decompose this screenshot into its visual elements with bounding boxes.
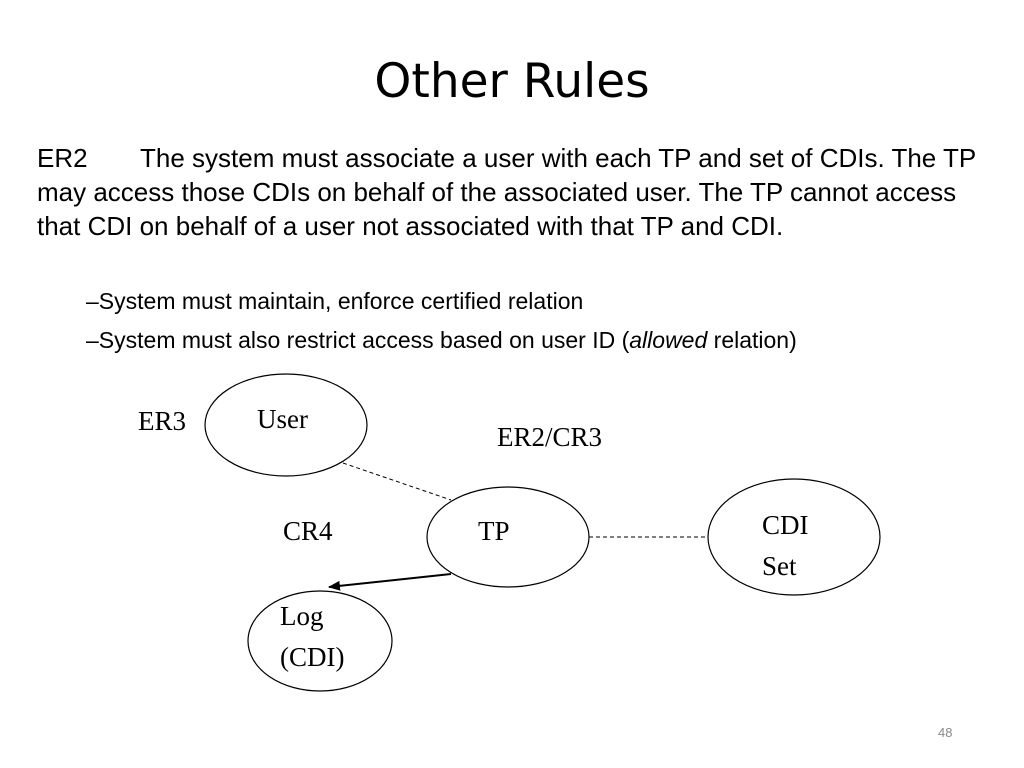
- user-node-label: User: [257, 404, 308, 434]
- cdi-set-node-label-line2: Set: [762, 551, 797, 581]
- log-node-label-line1: Log: [280, 601, 324, 631]
- cr4-label: CR4: [283, 516, 333, 546]
- tp-log-arrow: [328, 573, 452, 591]
- bullet-item: –System must maintain, enforce certified…: [86, 287, 583, 315]
- bullet-text-end: relation): [707, 327, 797, 353]
- bullet-dash: –: [86, 327, 99, 353]
- cdi-set-node: [707, 478, 881, 596]
- rule-body: The system must associate a user with ea…: [37, 143, 976, 241]
- log-node: [247, 590, 393, 692]
- tp-node-label: TP: [478, 516, 510, 546]
- er2-cr3-label: ER2/CR3: [497, 422, 602, 452]
- bullet-text: System must maintain, enforce certified …: [98, 288, 584, 314]
- user-tp-edge: [342, 462, 452, 501]
- er3-label: ER3: [138, 406, 186, 436]
- log-node-label-line2: (CDI): [280, 642, 344, 672]
- bullet-text: System must also restrict access based o…: [98, 327, 630, 353]
- user-node: [204, 373, 368, 477]
- page-number: 48: [938, 725, 953, 740]
- cdi-set-node-label-line1: CDI: [762, 510, 809, 540]
- tp-node: [426, 486, 590, 588]
- bullet-dash: –: [86, 288, 99, 314]
- bullet-item: –System must also restrict access based …: [86, 326, 797, 354]
- bullet-emphasis: allowed: [629, 327, 708, 353]
- rule-tag: ER2: [37, 143, 88, 173]
- slide-title: Other Rules: [374, 54, 650, 109]
